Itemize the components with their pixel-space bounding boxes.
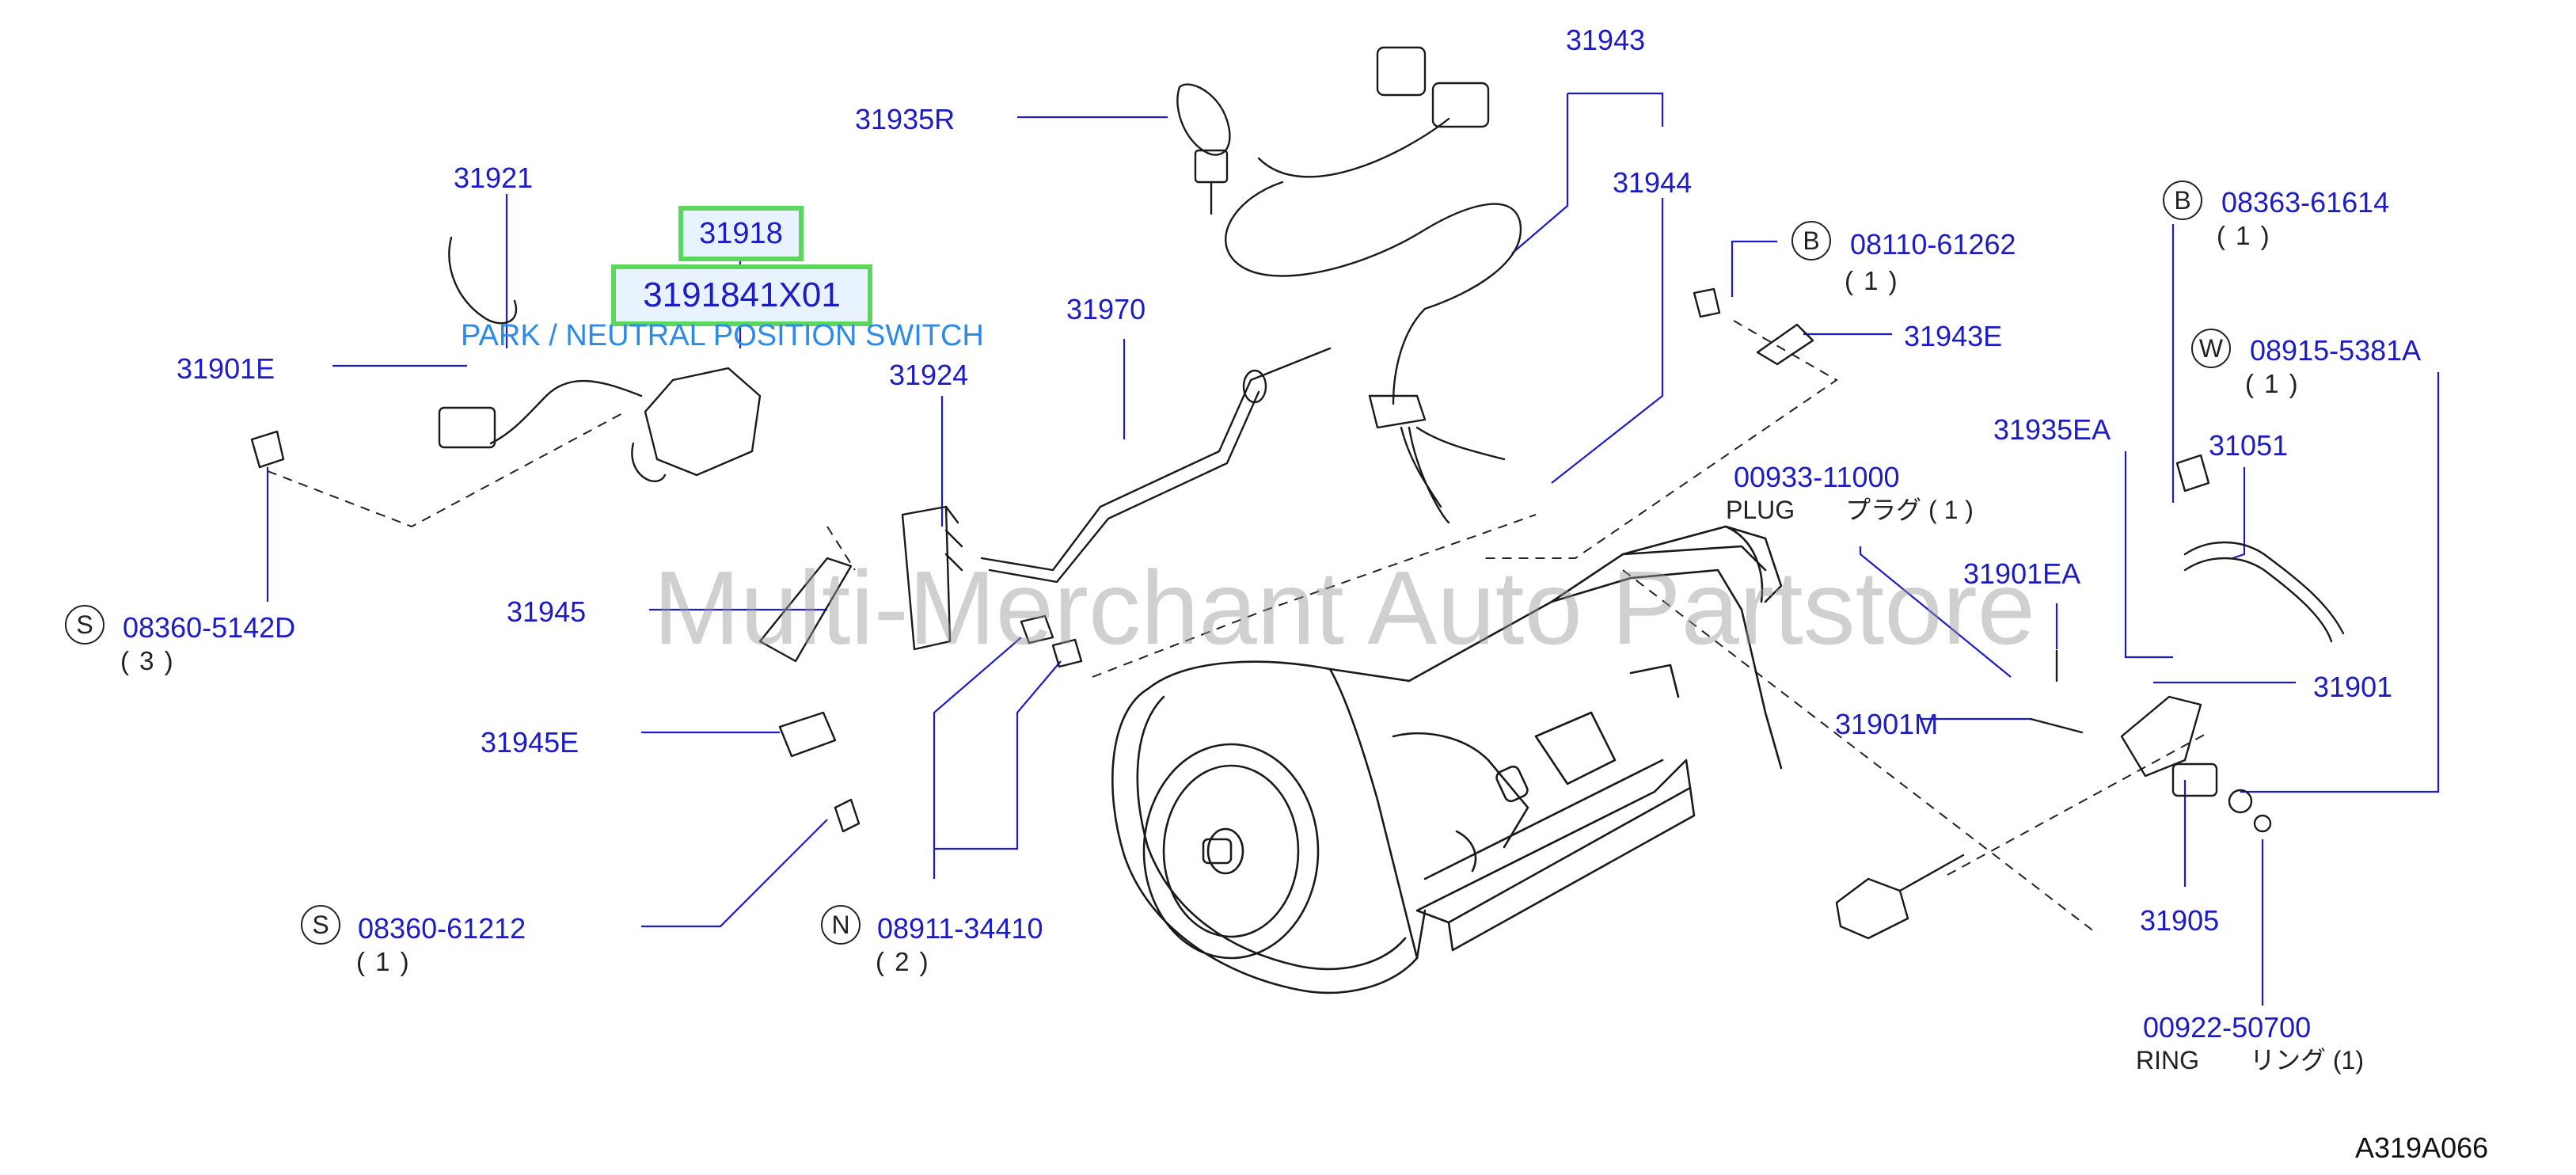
symbol-b-2: B — [2163, 181, 2202, 220]
part-label-31970[interactable]: 31970 — [1066, 293, 1146, 325]
qty-08360-5142D: ( 3 ) — [120, 646, 175, 675]
part-label-31051[interactable]: 31051 — [2209, 429, 2289, 462]
part-label-31905[interactable]: 31905 — [2140, 904, 2220, 937]
part-label-31944[interactable]: 31944 — [1613, 166, 1693, 199]
ring-note: RING リング (1) — [2136, 1046, 2365, 1074]
part-label-31901M[interactable]: 31901M — [1835, 708, 1939, 740]
part-label-08360-61212[interactable]: 08360-61212 — [358, 912, 526, 945]
part-label-08360-5142D[interactable]: 08360-5142D — [123, 611, 296, 644]
part-label-08911-34410[interactable]: 08911-34410 — [877, 912, 1043, 945]
highlight-part-3191841X01[interactable]: 3191841X01 — [611, 264, 872, 326]
symbol-b-1: B — [1791, 221, 1831, 260]
qty-08915-5381A: ( 1 ) — [2245, 369, 2300, 398]
symbol-s-2: S — [301, 905, 340, 945]
symbol-w: W — [2191, 329, 2231, 368]
watermark: Multi-Merchant Auto Partstore — [653, 549, 2036, 666]
part-label-31943E[interactable]: 31943E — [1904, 320, 2003, 352]
part-label-31901EA[interactable]: 31901EA — [1963, 557, 2081, 590]
part-label-31935EA[interactable]: 31935EA — [1993, 413, 2111, 446]
symbol-n: N — [821, 905, 861, 945]
part-description: PARK / NEUTRAL POSITION SWITCH — [461, 319, 984, 352]
qty-08911-34410: ( 2 ) — [876, 947, 930, 976]
highlight-label-31918: 31918 — [699, 216, 783, 250]
diagram-code: A319A066 — [2355, 1131, 2489, 1164]
qty-08363-61614: ( 1 ) — [2217, 221, 2271, 250]
part-label-31935R[interactable]: 31935R — [855, 103, 956, 135]
transmission-outline — [1111, 525, 1783, 994]
part-label-08363-61614[interactable]: 08363-61614 — [2221, 186, 2390, 219]
part-label-31901E[interactable]: 31901E — [177, 352, 275, 385]
part-label-08915-5381A[interactable]: 08915-5381A — [2250, 334, 2422, 367]
parts-outlines — [250, 46, 2345, 940]
part-label-31945E[interactable]: 31945E — [481, 726, 579, 759]
qty-08360-61212: ( 1 ) — [356, 947, 411, 976]
highlight-part-31918[interactable]: 31918 — [678, 206, 804, 261]
part-label-31901[interactable]: 31901 — [2313, 671, 2393, 703]
phantom-lines — [267, 320, 2209, 935]
part-label-00922-50700[interactable]: 00922-50700 — [2143, 1011, 2312, 1044]
part-label-31924[interactable]: 31924 — [889, 359, 969, 391]
part-label-00933-11000[interactable]: 00933-11000 — [1734, 461, 1900, 493]
part-label-08110-61262[interactable]: 08110-61262 — [1850, 228, 2016, 260]
part-label-31921[interactable]: 31921 — [454, 162, 534, 194]
part-label-31945[interactable]: 31945 — [507, 595, 587, 628]
plug-note: PLUG プラグ ( 1 ) — [1726, 496, 1974, 524]
qty-08110-61262: ( 1 ) — [1845, 266, 1899, 295]
highlight-label-3191841X01: 3191841X01 — [643, 276, 841, 314]
part-label-31943[interactable]: 31943 — [1566, 24, 1646, 56]
symbol-s-1: S — [65, 605, 104, 645]
